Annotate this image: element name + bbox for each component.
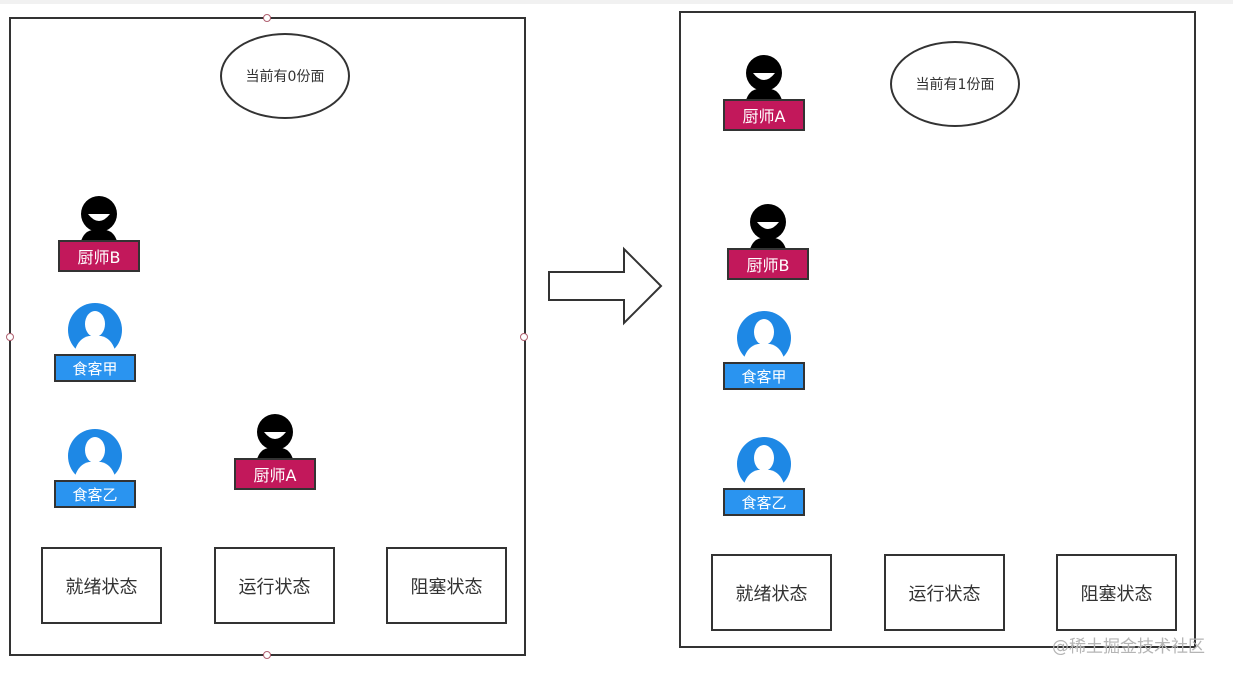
chef-a-tag: 厨师A [723,99,805,131]
user-avatar-icon [737,311,791,365]
state-running-box: 运行状态 [884,554,1005,631]
state-ready-label: 就绪状态 [735,583,808,605]
chef-b-tag: 厨师B [58,240,140,272]
diner-jia[interactable]: 食客甲 [54,302,136,382]
chef-b[interactable]: 厨师B [727,202,809,280]
diner-yi[interactable]: 食客乙 [723,436,805,516]
diner-jia-tag: 食客甲 [723,362,805,390]
noodle-counter-ellipse: 当前有0份面 [220,33,350,119]
chef-b-tag: 厨师B [727,248,809,280]
top-strip [0,0,1233,4]
state-ready-box: 就绪状态 [41,547,162,624]
watermark: @稀土掘金技术社区 [1052,637,1205,657]
state-ready-label: 就绪状态 [65,576,138,598]
diner-jia[interactable]: 食客甲 [723,310,805,390]
diner-yi[interactable]: 食客乙 [54,428,136,508]
state-blocked-box: 阻塞状态 [1056,554,1177,631]
chef-b[interactable]: 厨师B [58,194,140,272]
state-blocked-label: 阻塞状态 [410,576,483,598]
resize-handle-bottom[interactable] [263,651,271,659]
diner-yi-tag: 食客乙 [723,488,805,516]
smiling-person-icon [80,196,118,246]
chef-a[interactable]: 厨师A [723,53,805,131]
state-running-label: 运行状态 [908,583,981,605]
user-avatar-icon [68,303,122,357]
smiling-person-icon [745,55,783,105]
state-blocked-label: 阻塞状态 [1080,583,1153,605]
noodle-counter-label: 当前有1份面 [915,77,995,93]
chef-a-tag: 厨师A [234,458,316,490]
state-ready-box: 就绪状态 [711,554,832,631]
right-panel[interactable]: 当前有1份面 厨师A 厨师B 食客甲 食客乙 [679,11,1196,648]
noodle-counter-label: 当前有0份面 [245,69,325,85]
user-avatar-icon [68,429,122,483]
diner-yi-tag: 食客乙 [54,480,136,508]
chef-a[interactable]: 厨师A [234,412,316,490]
user-avatar-icon [737,437,791,491]
resize-handle-top[interactable] [263,14,271,22]
right-arrow-icon [548,246,663,326]
resize-handle-right[interactable] [520,333,528,341]
resize-handle-left[interactable] [6,333,14,341]
smiling-person-icon [749,204,787,254]
left-panel[interactable]: 当前有0份面 厨师B 食客甲 食客乙 厨师A [9,17,526,656]
diner-jia-tag: 食客甲 [54,354,136,382]
state-blocked-box: 阻塞状态 [386,547,507,624]
noodle-counter-ellipse: 当前有1份面 [890,41,1020,127]
smiling-person-icon [256,414,294,464]
state-running-box: 运行状态 [214,547,335,624]
state-running-label: 运行状态 [238,576,311,598]
